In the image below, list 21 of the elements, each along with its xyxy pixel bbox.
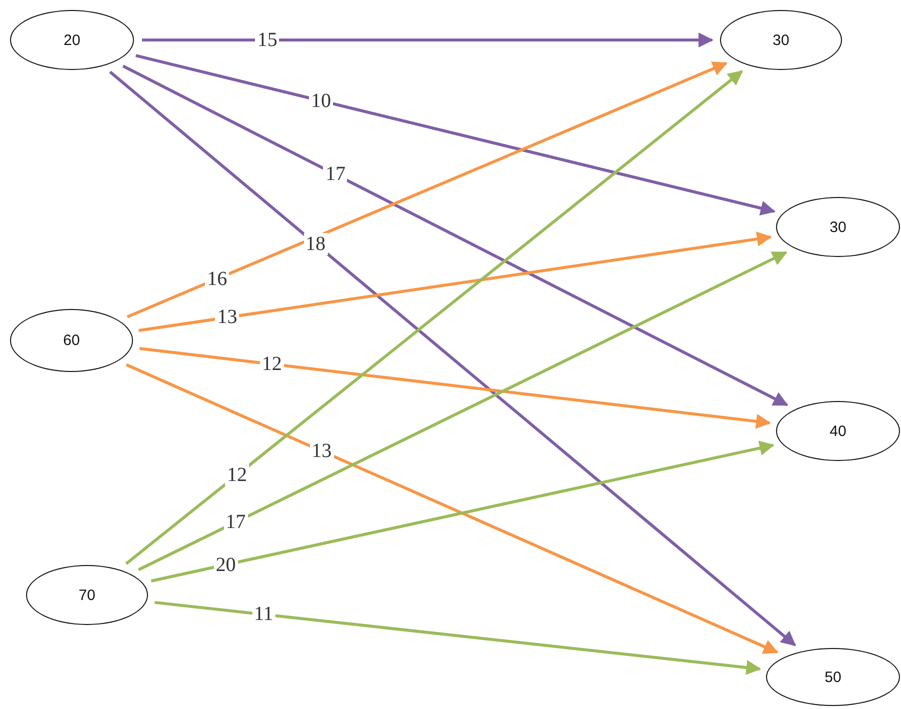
- arrow: [126, 62, 728, 318]
- arrow: [154, 600, 762, 675]
- node-value: 50: [824, 668, 842, 686]
- arrow: [126, 363, 778, 654]
- arrow: [135, 54, 776, 216]
- node-value: 40: [830, 422, 846, 440]
- edge-label: 12: [224, 464, 249, 486]
- edge-label: 18: [304, 232, 328, 255]
- node-value: 60: [63, 332, 80, 349]
- node-value: 70: [78, 586, 96, 604]
- arrow: [122, 64, 788, 406]
- arrow: [142, 32, 714, 48]
- node-value: 30: [830, 218, 846, 236]
- node-value: 30: [772, 32, 790, 48]
- arrow: [125, 70, 744, 565]
- arrow: [139, 347, 772, 429]
- arrow: [138, 232, 772, 332]
- arrow: [150, 440, 775, 582]
- arrow: [138, 251, 788, 572]
- node-value: 20: [64, 32, 80, 48]
- arrow: [109, 70, 796, 646]
